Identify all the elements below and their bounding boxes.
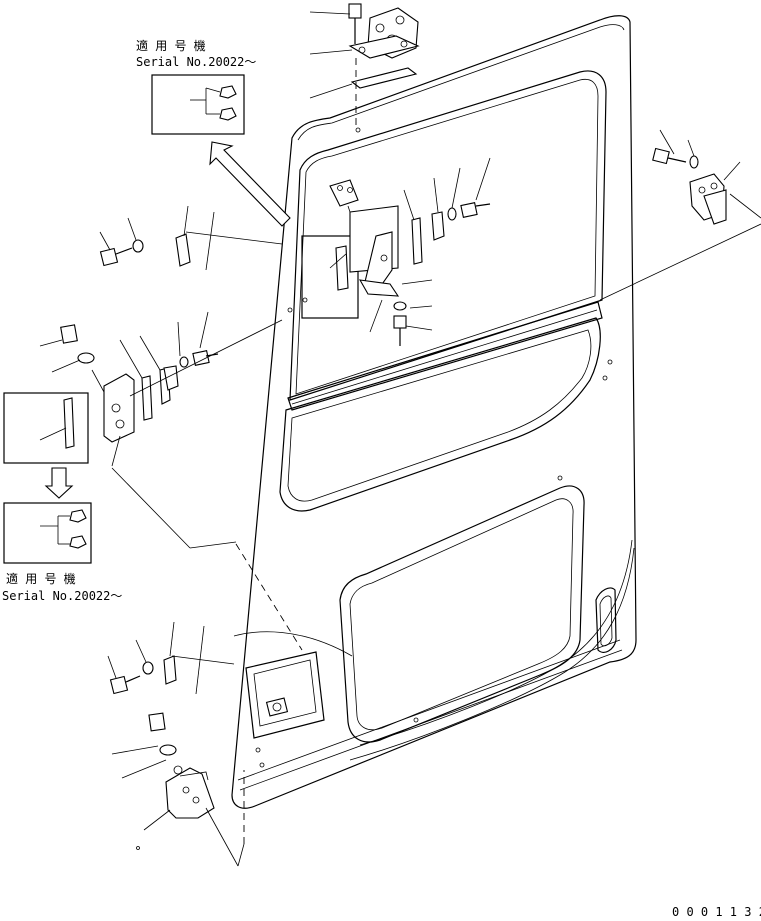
left-upper-fasteners [99, 205, 283, 271]
upper-bracket-group [301, 179, 433, 346]
applicability-label-left: 適 用 号 機 [6, 571, 76, 586]
inset-frame-striker [3, 392, 89, 464]
arrow-down-icon [44, 467, 74, 499]
upper-center-fasteners [403, 157, 491, 265]
nut-icon [219, 107, 237, 121]
right-hinge-assembly [599, 129, 761, 301]
applicability-label-top: 適 用 号 機 [136, 38, 206, 53]
inset-box-left: 適 用 号 機 Serial No.20022～ [2, 392, 122, 603]
door-panel [231, 15, 637, 809]
serial-label-top: Serial No.20022～ [136, 55, 256, 69]
nut-icon [69, 509, 87, 523]
arrow-icon [209, 141, 291, 227]
drawing-number: 0 0 0 1 1 3 2 9 [672, 905, 761, 919]
inset-box-top: 適 用 号 機 Serial No.20022～ [136, 38, 291, 227]
serial-label-left: Serial No.20022～ [2, 589, 122, 603]
inset-frame-top [151, 74, 245, 135]
nut-icon [219, 85, 237, 99]
inset-frame-nuts [3, 502, 92, 564]
top-hinge-assembly [309, 3, 420, 128]
nut-icon [69, 535, 87, 549]
lower-left-fasteners [107, 621, 353, 695]
left-striker-assembly [39, 311, 303, 651]
lower-hinge-assembly [111, 712, 245, 867]
